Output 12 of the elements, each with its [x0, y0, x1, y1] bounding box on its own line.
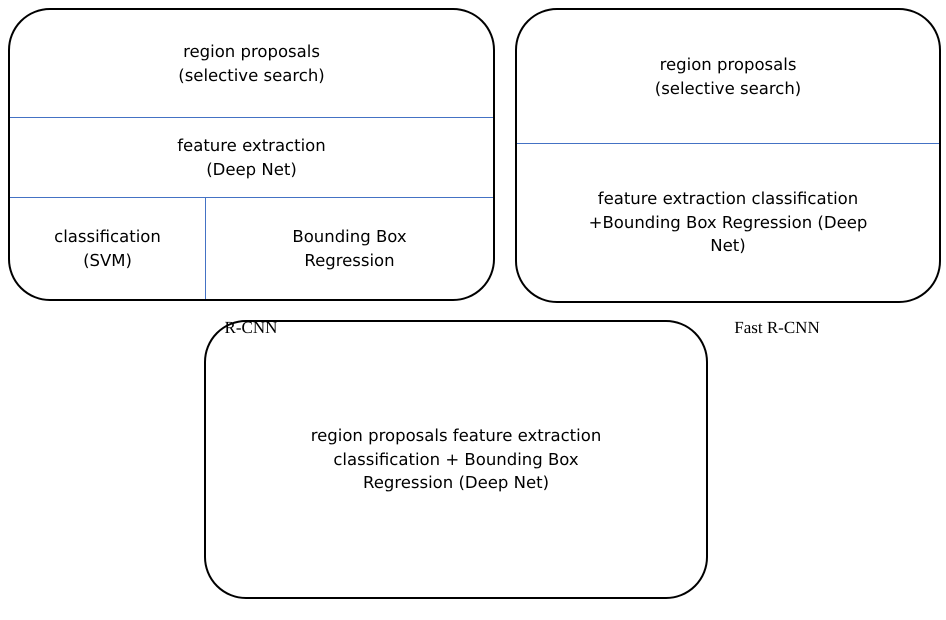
diagram-caption: R-CNN	[224, 318, 278, 338]
node-text: Bounding Box Regression	[291, 226, 408, 272]
node-text: region proposals feature extraction classification + Bounding Box Regression (Deep Net)	[310, 424, 602, 494]
diagram-caption: Fast R-CNN	[734, 318, 820, 338]
node-text: region proposals (selective search)	[177, 40, 326, 86]
rounded-box	[515, 8, 941, 303]
node-text: feature extraction (Deep Net)	[176, 134, 327, 180]
node-text: feature extraction classification +Bounding Box Regression (Deep Net)	[588, 188, 868, 258]
rounded-box	[8, 8, 495, 301]
node-text: region proposals (selective search)	[654, 54, 802, 100]
node-text: classification (SVM)	[53, 226, 162, 272]
rounded-box	[204, 320, 708, 599]
